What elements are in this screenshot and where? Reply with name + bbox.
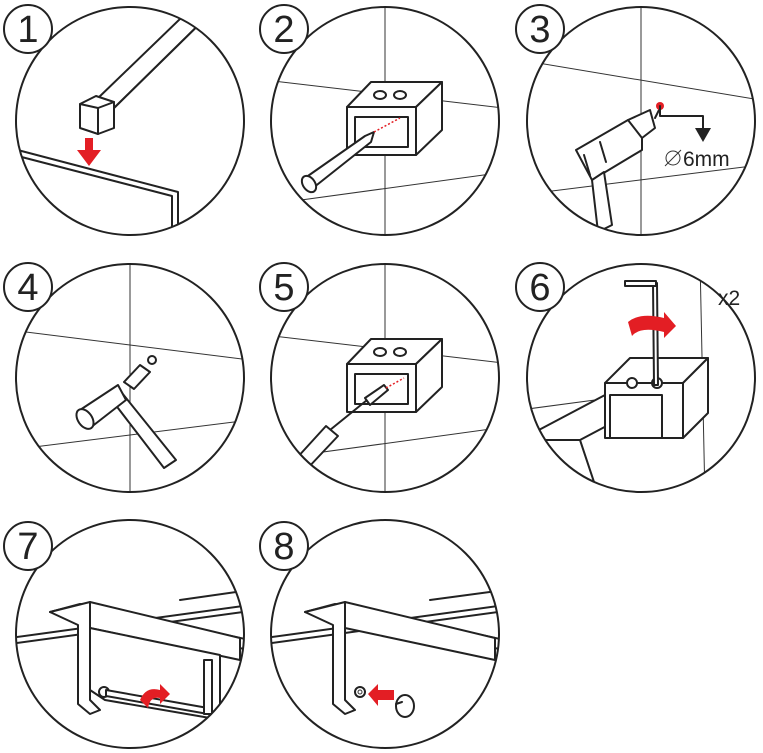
step-6-frame	[526, 263, 756, 493]
step-5-number: 5	[273, 267, 294, 309]
diameter-icon	[664, 149, 682, 167]
step-1-number: 1	[17, 9, 38, 51]
step-7-panel	[15, 519, 245, 749]
wall-plug	[123, 355, 157, 390]
glass-clamp	[79, 95, 115, 135]
step-3-number: 3	[529, 9, 550, 51]
step-5-panel	[270, 263, 500, 493]
step-2-badge: 2	[259, 4, 309, 54]
step-2-panel	[270, 6, 500, 236]
screw-guide-line	[385, 377, 405, 389]
step-3-panel: 6mm	[526, 6, 756, 236]
step-8-frame	[270, 519, 500, 749]
hex-key	[105, 659, 213, 715]
cover-cap	[395, 694, 415, 718]
step-2-number: 2	[273, 9, 294, 51]
quantity-label: x2	[718, 287, 740, 310]
step-4-panel	[15, 263, 245, 493]
red-arrow-down-icon	[77, 138, 101, 166]
step-3-badge: 3	[515, 4, 565, 54]
step-8-number: 8	[273, 526, 294, 568]
step-8-panel	[270, 519, 500, 749]
wall-bracket-block	[346, 81, 443, 156]
wall-bracket-block	[604, 357, 709, 439]
step-number-badges: 1 2 3 4 5 6 7 8	[3, 4, 565, 571]
step-7-badge: 7	[3, 521, 53, 571]
step-5-frame	[270, 263, 500, 493]
mark-guide-line	[373, 117, 401, 133]
rotate-arrow-icon	[140, 684, 170, 708]
hex-key	[624, 280, 659, 386]
step-1-frame	[15, 6, 245, 236]
support-bar	[95, 7, 227, 109]
marker-pencil	[300, 131, 375, 194]
step-4-badge: 4	[3, 262, 53, 312]
glass-panel	[16, 147, 179, 235]
step-5-badge: 5	[259, 262, 309, 312]
push-arrow-icon	[368, 684, 394, 706]
wall-bracket-block	[346, 338, 443, 413]
step-6-number: 6	[529, 267, 550, 309]
depth-arrow-icon	[659, 105, 711, 142]
hammer	[75, 384, 177, 469]
step-2-frame	[270, 6, 500, 236]
step-4-frame	[15, 263, 245, 493]
step-8-badge: 8	[259, 521, 309, 571]
step-1-badge: 1	[3, 4, 53, 54]
rotate-arrow-icon	[628, 312, 676, 338]
step-4-number: 4	[17, 267, 38, 309]
step-3-frame	[526, 6, 756, 236]
step-7-frame	[15, 519, 245, 749]
screwdriver	[294, 384, 389, 471]
power-drill	[575, 107, 661, 233]
drill-size-label: 6mm	[683, 148, 730, 171]
glass-clamp	[304, 601, 496, 715]
step-6-badge: 6	[515, 262, 565, 312]
step-7-number: 7	[17, 526, 38, 568]
